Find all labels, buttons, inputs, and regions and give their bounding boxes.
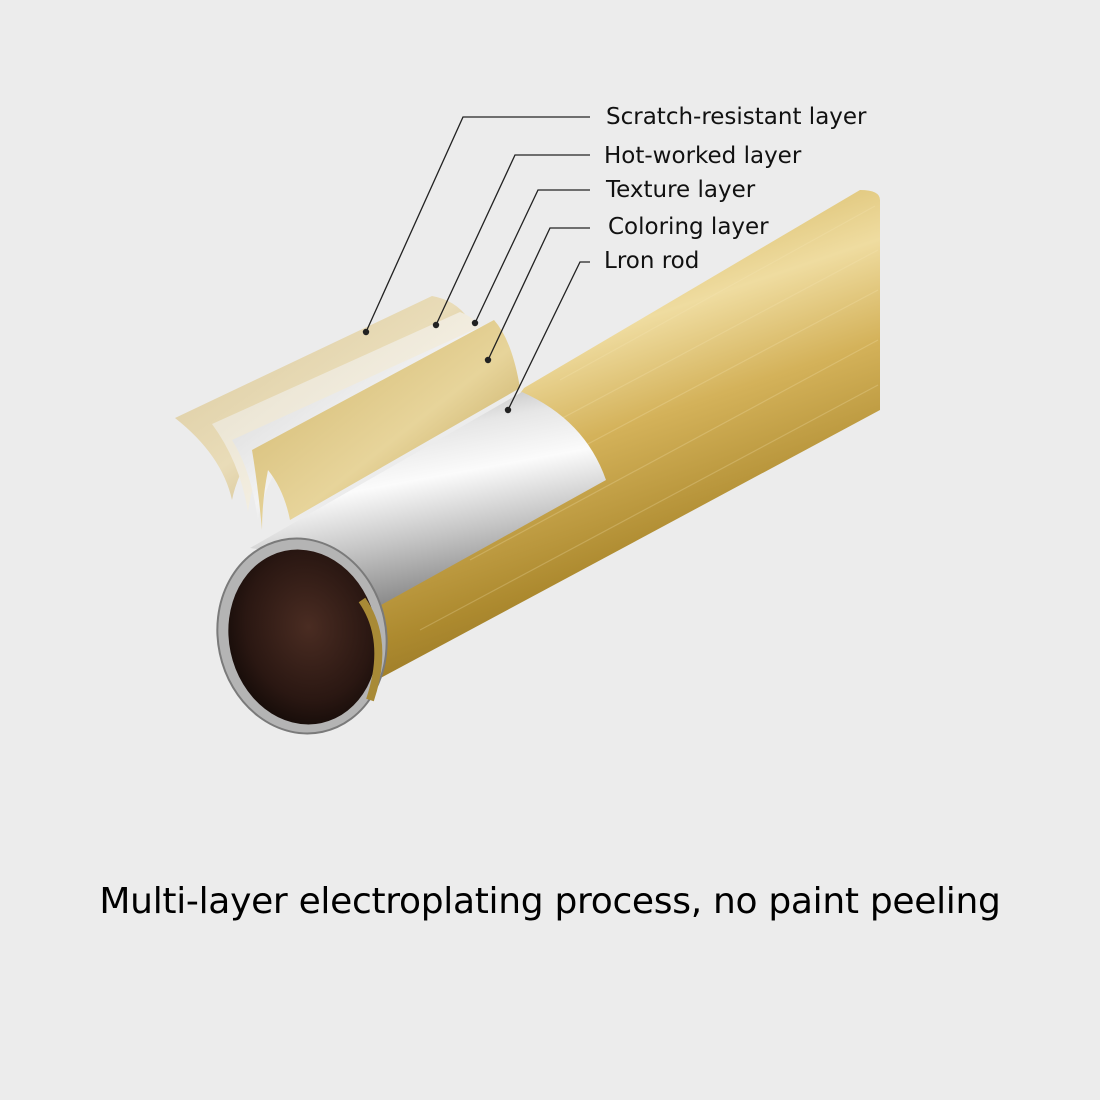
label-iron-rod: Lron rod: [604, 248, 700, 274]
leader-dots: [362, 319, 512, 414]
gold-tube-body: [362, 190, 880, 688]
label-coloring-layer: Coloring layer: [608, 214, 769, 240]
label-hot-worked-layer: Hot-worked layer: [604, 143, 802, 169]
leader-lines: [365, 116, 590, 411]
coloring-sheet: [252, 320, 520, 530]
tube-outer-edge: [358, 597, 383, 702]
leader-texture: [474, 189, 590, 324]
tube-bore: [228, 549, 378, 725]
leader-coloring: [487, 227, 590, 361]
leader-scratch-resistant: [365, 116, 590, 333]
label-scratch-resistant-layer: Scratch-resistant layer: [606, 104, 867, 130]
label-texture-layer: Texture layer: [606, 177, 756, 203]
leader-iron-rod: [507, 261, 590, 411]
leader-hot-worked: [435, 154, 590, 326]
caption: Multi-layer electroplating process, no p…: [99, 881, 1001, 922]
